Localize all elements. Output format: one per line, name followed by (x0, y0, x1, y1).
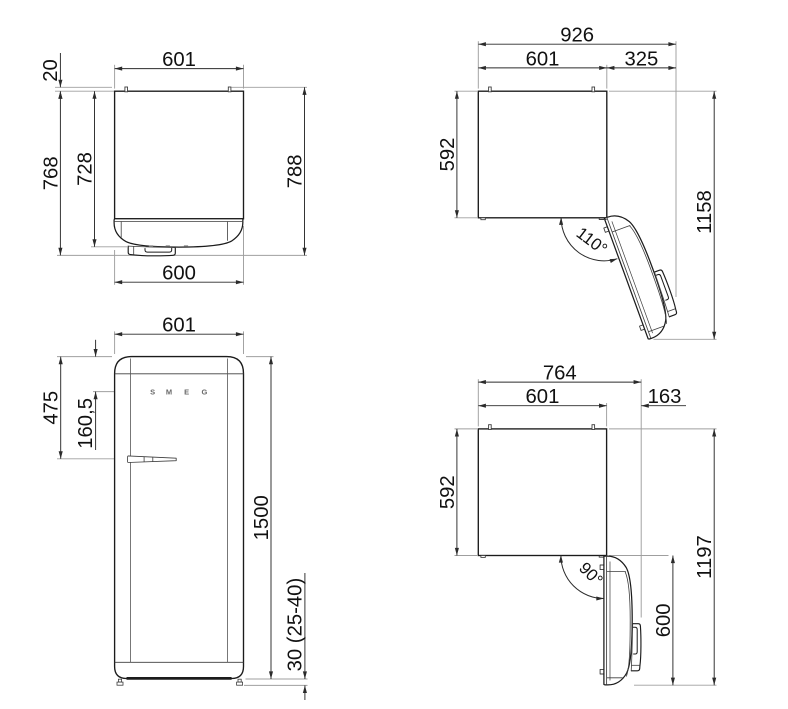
svg-text:601: 601 (162, 315, 196, 337)
svg-text:E: E (184, 387, 189, 396)
svg-text:764: 764 (543, 363, 577, 385)
svg-text:600: 600 (162, 263, 196, 285)
svg-text:592: 592 (437, 138, 459, 172)
svg-text:30 (25-40): 30 (25-40) (284, 578, 306, 672)
svg-text:325: 325 (624, 48, 658, 70)
svg-text:163: 163 (648, 386, 682, 408)
svg-text:600: 600 (653, 603, 675, 637)
svg-text:728: 728 (74, 152, 96, 186)
svg-text:S: S (150, 387, 155, 396)
svg-text:G: G (201, 387, 207, 396)
svg-text:788: 788 (284, 154, 306, 188)
svg-text:160,5: 160,5 (75, 398, 97, 449)
svg-text:601: 601 (162, 49, 196, 71)
svg-text:592: 592 (437, 475, 459, 509)
svg-text:20: 20 (40, 59, 62, 82)
svg-text:1197: 1197 (694, 535, 716, 579)
svg-text:M: M (166, 387, 172, 396)
svg-text:601: 601 (526, 48, 560, 70)
svg-text:926: 926 (560, 25, 594, 47)
svg-text:1158: 1158 (694, 190, 716, 234)
svg-text:768: 768 (40, 156, 62, 190)
svg-text:601: 601 (526, 386, 560, 408)
svg-text:1500: 1500 (251, 495, 273, 540)
svg-text:475: 475 (41, 391, 63, 425)
